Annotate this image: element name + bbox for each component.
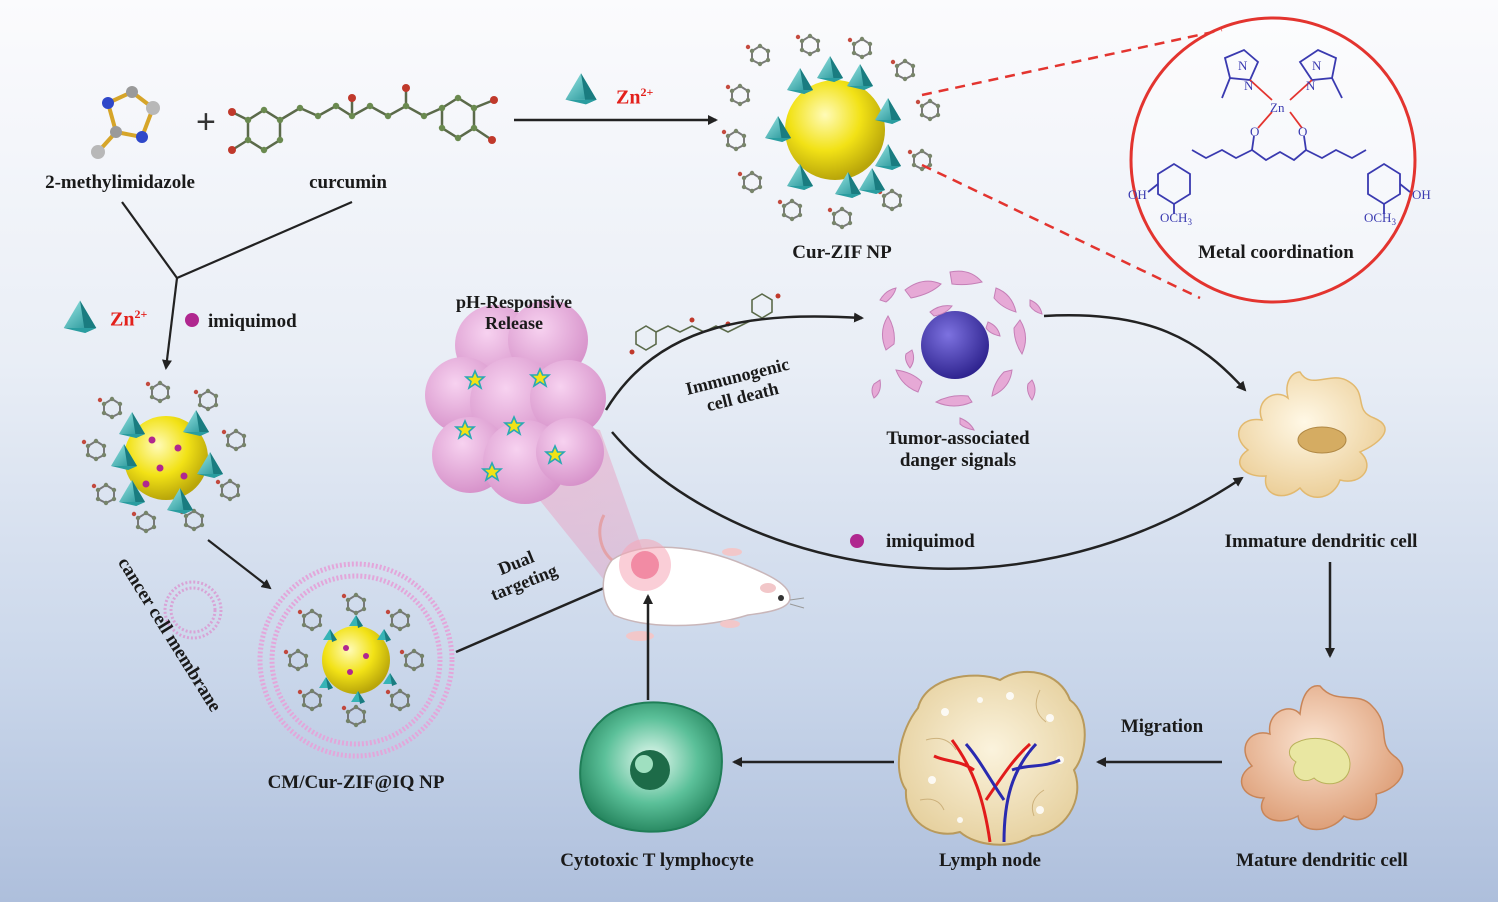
- o-label-1: O: [1250, 124, 1259, 139]
- imiquimod-label-mid: imiquimod: [886, 531, 975, 552]
- ph-responsive-label: pH-Responsive Release: [455, 292, 573, 333]
- lymph-node-label: Lymph node: [939, 850, 1041, 871]
- o-label-2: O: [1298, 124, 1307, 139]
- methylimidazole-label: 2-methylimidazole: [45, 172, 195, 193]
- och3-left-label: OCH3: [1160, 210, 1192, 227]
- n-label-3: N: [1312, 58, 1322, 73]
- dual-targeting-arrow: [455, 580, 620, 654]
- imiquimod-dot-left: [185, 313, 199, 327]
- n-label-4: N: [1306, 78, 1316, 93]
- imiquimod-dot-mid: [850, 534, 864, 548]
- coating-arrow: [207, 539, 272, 590]
- zn-ion-label-top: Zn2+: [616, 85, 654, 109]
- curcumin-molecule: [231, 88, 495, 152]
- immunogenic-arrow: [604, 312, 864, 411]
- curcumin-atoms: [228, 84, 498, 154]
- cm-cur-zif-iq-nanoparticle: [257, 561, 455, 759]
- imiquimod-label-left: imiquimod: [208, 311, 297, 332]
- mature-dendritic-cell-label: Mature dendritic cell: [1236, 850, 1408, 871]
- danger-signal-arrow: [1043, 314, 1247, 392]
- tumor-danger-signals-label: Tumor-associated danger signals: [886, 428, 1030, 471]
- branch-arrow-down: [162, 277, 179, 370]
- n-label-1: N: [1238, 58, 1248, 73]
- tumor-mass: [425, 300, 606, 504]
- membrane-vesicle-outer: [163, 580, 223, 640]
- zn-ion-label-left: Zn2+: [110, 307, 148, 331]
- oh-right-label: OH: [1412, 187, 1431, 202]
- coordination-structure: [1147, 48, 1411, 214]
- plus-sign: +: [196, 103, 216, 141]
- methylimidazole-molecule: [91, 86, 160, 159]
- zn-tetrahedron-top: [565, 73, 597, 105]
- zoom-line-bottom: [921, 163, 1201, 300]
- och3-right-label: OCH3: [1364, 210, 1396, 227]
- cm-cur-zif-iq-np-label: CM/Cur-ZIF@IQ NP: [267, 772, 445, 793]
- n-label-2: N: [1244, 78, 1254, 93]
- zn-atom-label: Zn: [1270, 100, 1285, 115]
- zoom-line-top: [921, 28, 1223, 97]
- curcumin-label: curcumin: [309, 172, 387, 193]
- branch-line-right: [176, 200, 353, 280]
- zif-iq-nanoparticle: [80, 379, 248, 535]
- migration-label: Migration: [1120, 716, 1204, 737]
- cytotoxic-t-lymphocyte: [579, 701, 723, 833]
- branch-line-left: [121, 201, 178, 279]
- mouse-illustration: [598, 514, 805, 641]
- danger-signals-cluster: [871, 270, 1043, 431]
- imiquimod-arrow: [611, 431, 1244, 570]
- zn-tetrahedron-left: [63, 300, 97, 333]
- cur-zif-nanoparticle: [720, 32, 942, 231]
- lymph-node: [897, 670, 1086, 846]
- oh-left-label: OH: [1128, 187, 1147, 202]
- cytotoxic-t-lymphocyte-label: Cytotoxic T lymphocyte: [560, 850, 754, 871]
- immature-dendritic-cell-label: Immature dendritic cell: [1224, 531, 1418, 552]
- curcumin-small: [629, 293, 781, 355]
- immature-dendritic-cell: [1237, 371, 1386, 498]
- membrane-vesicle-inner: [169, 586, 217, 634]
- mature-dendritic-cell: [1240, 685, 1404, 831]
- cur-zif-np-label: Cur-ZIF NP: [792, 242, 892, 263]
- metal-coordination-label: Metal coordination: [1198, 242, 1354, 263]
- metal-coordination-circle: [1129, 16, 1417, 304]
